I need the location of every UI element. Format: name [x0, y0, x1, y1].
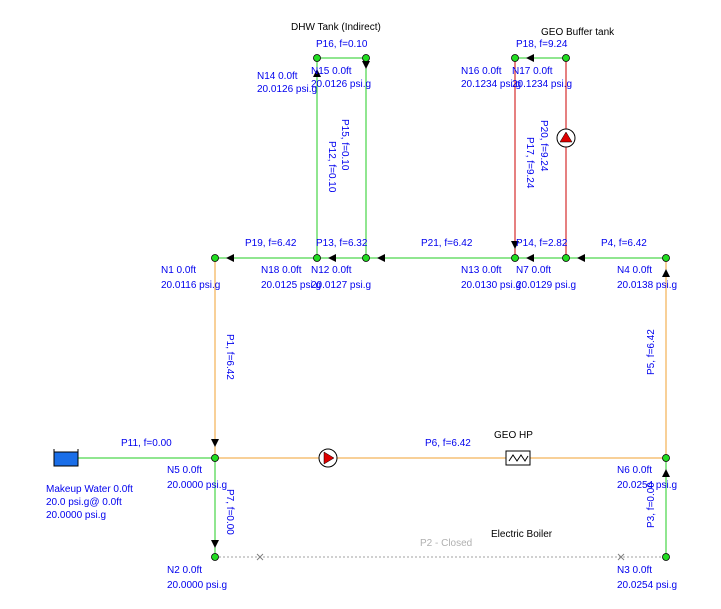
- node-label-n7: N7 0.0ft: [516, 265, 551, 276]
- node-label-n13: N13 0.0ft: [461, 265, 502, 276]
- heat-exchanger-icon: [505, 450, 531, 466]
- node-pressure-n18: 20.0125 psi.g: [261, 280, 321, 291]
- pipe-label-p15: P15, f=0.10: [339, 119, 350, 171]
- pipe-label-p20: P20, f=9.24: [538, 120, 549, 172]
- pipe-label-p19: P19, f=6.42: [245, 238, 297, 249]
- pipe-label-p3: P3, f=0.00: [646, 482, 657, 528]
- node-label-n6: N6 0.0ft: [617, 465, 652, 476]
- main-pump[interactable]: [318, 448, 338, 468]
- closed-x-right-icon: [617, 553, 625, 561]
- node-pressure-n2: 20.0000 psi.g: [167, 580, 227, 591]
- arrow-left-icon: [226, 254, 234, 262]
- makeup-water-setpoint: 20.0 psi.g@ 0.0ft: [46, 497, 122, 508]
- electric-boiler-label: Electric Boiler: [491, 529, 553, 540]
- pipe-label-p12: P12, f=0.10: [326, 141, 337, 193]
- node-pressure-n3: 20.0254 psi.g: [617, 580, 677, 591]
- makeup-water-label: Makeup Water 0.0ft: [46, 484, 133, 495]
- node-label-n5: N5 0.0ft: [167, 465, 202, 476]
- arrow-down-icon: [211, 540, 219, 548]
- pipe-label-p16: P16, f=0.10: [316, 39, 368, 50]
- geo-hp-label: GEO HP: [494, 430, 533, 441]
- closed-x-left-icon: [256, 553, 264, 561]
- node-label-n1: N1 0.0ft: [161, 265, 196, 276]
- node-label-n16: N16 0.0ft: [461, 66, 502, 77]
- pipe-label-p7: P7, f=0.00: [224, 489, 235, 535]
- node-n5[interactable]: [211, 454, 219, 462]
- pipe-label-p2: P2 - Closed: [420, 538, 472, 549]
- node-n4[interactable]: [662, 254, 670, 262]
- pipe-label-p14: P14, f=2.82: [516, 238, 568, 249]
- node-pressure-n6: 20.0254 psi.g: [617, 480, 677, 491]
- pipe-label-p6: P6, f=6.42: [425, 438, 471, 449]
- geo-buffer-tank-label: GEO Buffer tank: [541, 27, 615, 38]
- pipes: [68, 57, 667, 558]
- pipe-label-p18: P18, f=9.24: [516, 39, 568, 50]
- node-pressure-n4: 20.0138 psi.g: [617, 280, 677, 291]
- node-pressure-n7: 20.0129 psi.g: [516, 280, 576, 291]
- arrow-left-icon: [526, 54, 534, 62]
- node-label-n17: N17 0.0ft: [512, 66, 553, 77]
- arrow-left-icon: [526, 254, 534, 262]
- arrow-down-icon: [511, 241, 519, 249]
- node-n3[interactable]: [662, 553, 670, 561]
- node-pressure-n17: 20.1234 psi.g: [512, 79, 572, 90]
- pipe-label-p4: P4, f=6.42: [601, 238, 647, 249]
- pipe-label-p1: P1, f=6.42: [224, 334, 235, 380]
- node-pressure-n13: 20.0130 psi.g: [461, 280, 521, 291]
- node-n2[interactable]: [211, 553, 219, 561]
- pipe-label-p21: P21, f=6.42: [421, 238, 473, 249]
- geo-hp-exchanger[interactable]: [505, 450, 531, 466]
- makeup-water-tank[interactable]: [53, 449, 79, 467]
- pipe-label-p5: P5, f=6.42: [646, 329, 657, 375]
- closed-markers: [256, 553, 625, 561]
- geo-buffer-pump[interactable]: [556, 128, 576, 148]
- node-pressure-n16: 20.1234 psi.g: [461, 79, 521, 90]
- node-n6[interactable]: [662, 454, 670, 462]
- node-n18[interactable]: [313, 254, 321, 262]
- arrow-left-icon: [577, 254, 585, 262]
- node-n14[interactable]: [313, 54, 321, 62]
- node-label-n15: N15 0.0ft: [311, 66, 352, 77]
- node-pressure-n14: 20.0126 psi.g: [257, 84, 317, 95]
- flow-arrows: [211, 54, 670, 548]
- component-labels: DHW Tank (Indirect) GEO Buffer tank GEO …: [46, 22, 615, 540]
- node-pressure-n15: 20.0126 psi.g: [311, 79, 371, 90]
- node-label-n14: N14 0.0ft: [257, 71, 298, 82]
- node-label-n18: N18 0.0ft: [261, 265, 302, 276]
- tank-icon: [53, 451, 79, 467]
- arrow-left-icon: [377, 254, 385, 262]
- node-label-n12: N12 0.0ft: [311, 265, 352, 276]
- arrow-down-icon: [362, 61, 370, 69]
- makeup-water-pressure: 20.0000 psi.g: [46, 510, 106, 521]
- arrow-left-icon: [328, 254, 336, 262]
- node-n15[interactable]: [362, 54, 370, 62]
- node-n7[interactable]: [562, 254, 570, 262]
- node-n17[interactable]: [562, 54, 570, 62]
- pipe-labels: P16, f=0.10 P18, f=9.24 P19, f=6.42 P13,…: [121, 39, 657, 549]
- node-labels: N14 0.0ft 20.0126 psi.g N15 0.0ft 20.012…: [161, 66, 677, 591]
- arrow-down-icon: [211, 439, 219, 447]
- pipe-label-p17: P17, f=9.24: [524, 137, 535, 189]
- pipe-label-p11: P11, f=0.00: [121, 438, 172, 449]
- node-n16[interactable]: [511, 54, 519, 62]
- node-label-n2: N2 0.0ft: [167, 565, 202, 576]
- node-n13[interactable]: [511, 254, 519, 262]
- arrow-up-icon: [313, 69, 321, 77]
- arrow-up-icon: [662, 469, 670, 477]
- node-pressure-n12: 20.0127 psi.g: [311, 280, 371, 291]
- node-pressure-n5: 20.0000 psi.g: [167, 480, 227, 491]
- pipe-label-p13: P13, f=6.32: [316, 238, 368, 249]
- node-n1[interactable]: [211, 254, 219, 262]
- arrow-up-icon: [662, 269, 670, 277]
- dhw-tank-label: DHW Tank (Indirect): [291, 22, 381, 33]
- node-pressure-n1: 20.0116 psi.g: [161, 280, 220, 291]
- nodes: [211, 54, 670, 561]
- node-n12[interactable]: [362, 254, 370, 262]
- node-label-n4: N4 0.0ft: [617, 265, 652, 276]
- node-label-n3: N3 0.0ft: [617, 565, 652, 576]
